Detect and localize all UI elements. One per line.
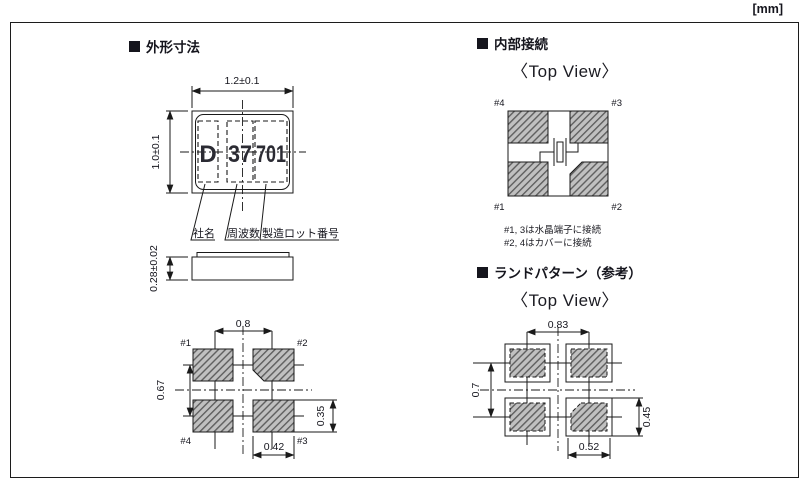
dim-pad-pitch-y: 0.67 <box>155 380 167 401</box>
pad-2 <box>569 161 609 197</box>
pad-overlay-br <box>570 402 608 432</box>
pad-4 <box>192 399 234 433</box>
dim-package-width: 1.2±0.1 <box>225 75 260 87</box>
label-lot-number: 製造ロット番号 <box>262 226 339 240</box>
land-tl <box>504 343 551 383</box>
section-title: ランドパターン（参考） <box>494 266 642 281</box>
note-line: #1, 3は水晶端子に接続 <box>504 225 602 236</box>
pad-1 <box>507 161 549 197</box>
pin-label-4: #4 <box>180 436 191 447</box>
label-company-name: 社名 <box>193 226 215 240</box>
dim-land-pitch-y: 0.7 <box>470 383 482 398</box>
section-header-outline: 外形寸法 <box>129 36 200 56</box>
dim-land-pitch-x: 0.83 <box>548 319 569 331</box>
section-header-land-pattern: ランドパターン（参考） <box>477 262 642 282</box>
land-br <box>565 397 613 437</box>
crystal-plates <box>553 138 567 166</box>
pin-label-3: #3 <box>297 436 308 447</box>
crystal-wires <box>539 143 579 162</box>
marking-lot-code: 701 <box>256 141 286 168</box>
top-view-label: 〈Top View〉 <box>511 62 619 81</box>
pin-label-1: #1 <box>180 338 191 349</box>
dim-land-height: 0.45 <box>641 407 653 428</box>
marking-maker-code: D <box>199 141 216 168</box>
dim-pad-height: 0.35 <box>315 406 327 427</box>
pin-label-2: #2 <box>297 338 308 349</box>
package-side-view-drawing: 0.28±0.02 <box>148 245 294 292</box>
pad-1 <box>192 348 234 382</box>
pad-overlay-tl <box>509 348 546 378</box>
dim-pad-width: 0.42 <box>264 441 285 453</box>
pad-4 <box>507 110 549 144</box>
section-marker-icon <box>477 266 488 278</box>
section-title: 外形寸法 <box>146 40 200 55</box>
crystal-element-icon <box>556 141 564 163</box>
pad-2 <box>252 348 295 382</box>
land-pattern-drawing: 0.83 0.7 0.45 0.52 <box>470 319 653 459</box>
pin-label-1: #1 <box>494 202 505 213</box>
section-header-internal: 内部接続 <box>477 33 548 53</box>
pad-3 <box>252 399 295 433</box>
package-top-view-drawing: 1.2±0.1 1.0±0.1 D 37 701 社名 周波数 製造ロット番号 <box>150 75 339 241</box>
marking-box-maker <box>197 120 219 183</box>
units-label: [mm] <box>752 2 783 16</box>
pad-overlay-bl <box>509 402 546 432</box>
label-frequency: 周波数 <box>227 227 260 240</box>
connection-notes: #1, 3は水晶端子に接続 #2, 4はカバーに接続 <box>504 224 601 250</box>
section-title: 内部接続 <box>494 37 548 52</box>
pad-overlay-tr <box>570 348 608 378</box>
internal-connection-drawing: #4 #3 #1 #2 <box>494 98 622 213</box>
marking-box-frequency <box>226 120 254 183</box>
top-view-label: 〈Top View〉 <box>511 291 619 310</box>
land-tr <box>565 343 613 383</box>
dim-pad-pitch-x: 0.8 <box>236 318 251 330</box>
pad-3 <box>569 110 609 144</box>
pin-label-2: #2 <box>611 202 622 213</box>
dim-package-thickness: 0.28±0.02 <box>148 245 160 292</box>
section-marker-icon <box>477 37 488 49</box>
marking-box-lot <box>254 120 288 183</box>
dim-package-height: 1.0±0.1 <box>150 134 162 169</box>
pin-label-4: #4 <box>494 98 505 109</box>
page-border <box>10 22 799 478</box>
pin-label-3: #3 <box>611 98 622 109</box>
package-pad-layout-drawing: 0.8 0.67 0.35 0.42 #1 #2 #4 #3 <box>155 318 337 459</box>
section-marker-icon <box>129 40 140 52</box>
note-line: #2, 4はカバーに接続 <box>504 238 592 249</box>
land-bl <box>504 397 551 437</box>
marking-frequency-code: 37 <box>228 141 252 168</box>
dim-land-width: 0.52 <box>579 441 600 453</box>
